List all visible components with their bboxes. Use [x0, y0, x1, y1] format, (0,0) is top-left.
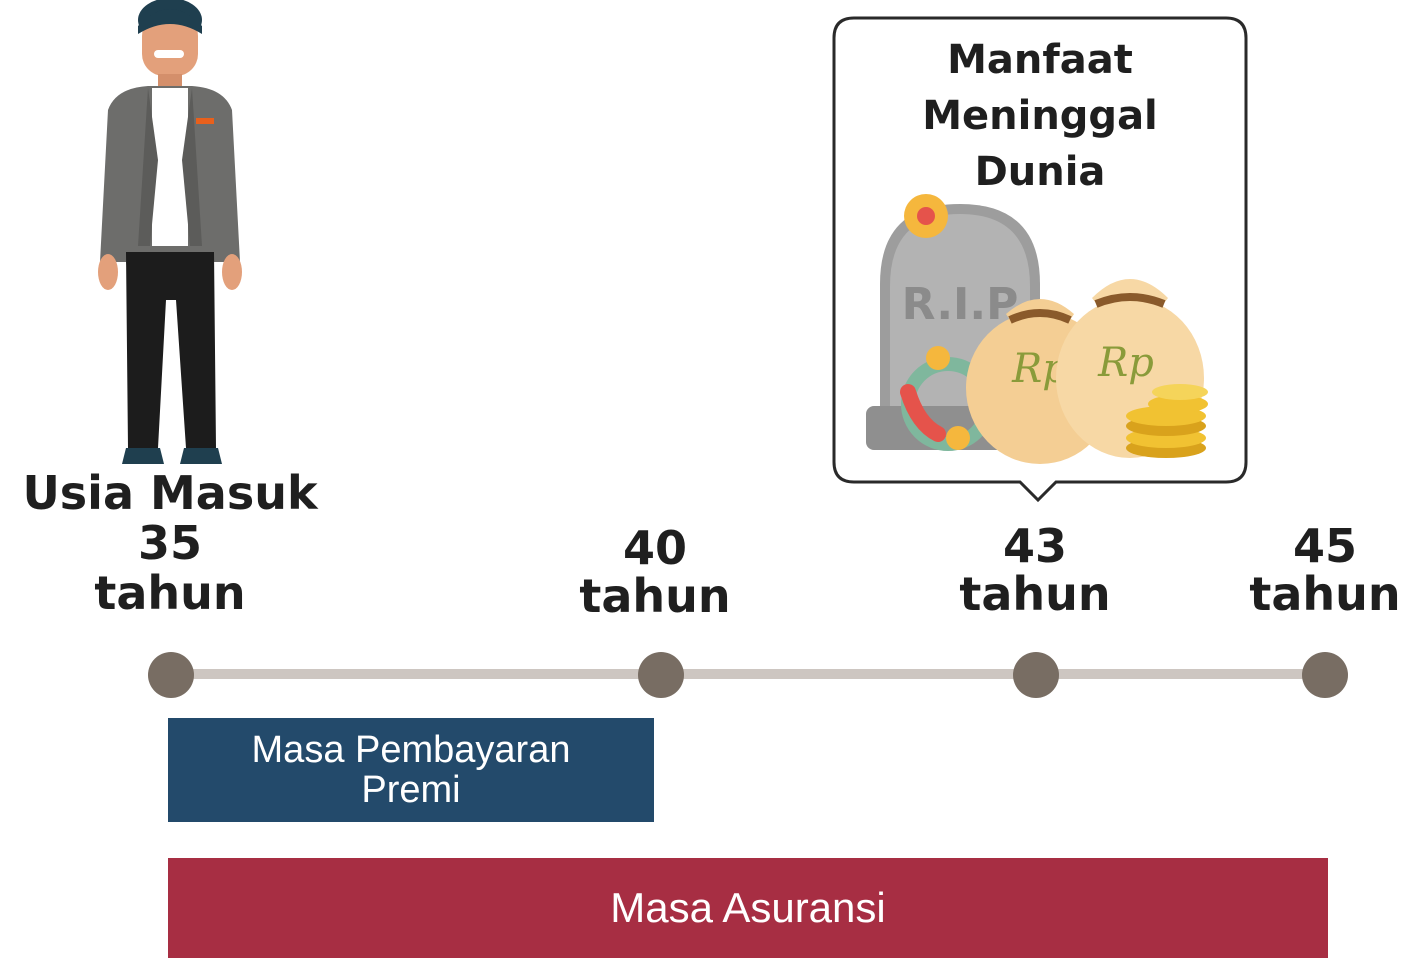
timeline-dot-40: [638, 652, 684, 698]
timeline-dot-43: [1013, 652, 1059, 698]
entry-heading: Usia Masuk: [22, 466, 318, 520]
timeline-dot-45: [1302, 652, 1348, 698]
premium-period-label-line1: Masa Pembayaran: [251, 729, 571, 771]
benefit-title-line: Dunia: [974, 149, 1106, 195]
premium-payment-period-bar: Masa Pembayaran Premi: [168, 718, 654, 822]
person-illustration: [98, 0, 242, 464]
milestone-age-unit: tahun: [579, 569, 731, 623]
insurance-period-label: Masa Asuransi: [610, 884, 886, 931]
benefit-title: Manfaat Meninggal Dunia: [870, 32, 1210, 200]
benefit-title-line: Meninggal: [922, 93, 1158, 139]
tombstone-text: R.I.P: [902, 279, 1019, 330]
entry-age-number: 35: [137, 516, 202, 570]
milestone-age-number: 43: [1002, 519, 1067, 573]
timeline-line: [170, 669, 1326, 679]
milestone-age-number: 45: [1292, 519, 1357, 573]
insurance-period-bar: Masa Asuransi: [168, 858, 1328, 958]
milestone-age-number: 40: [622, 521, 687, 575]
flower-icon: [904, 194, 948, 238]
entry-age-unit: tahun: [94, 566, 246, 620]
benefit-title-line: Manfaat: [947, 37, 1133, 83]
timeline-dot-35: [148, 652, 194, 698]
milestone-label-43: 43 tahun: [950, 522, 1120, 618]
premium-period-label-line2: Premi: [361, 769, 461, 811]
milestone-age-unit: tahun: [959, 567, 1111, 621]
milestone-label-45: 45 tahun: [1240, 522, 1410, 618]
money-bag-text: Rp: [1097, 340, 1154, 386]
coins-icon: [1126, 384, 1208, 458]
benefit-callout: R.I.P Rp Rp: [832, 16, 1248, 503]
entry-age-label: Usia Masuk 35 tahun: [10, 468, 330, 618]
milestone-label-40: 40 tahun: [570, 524, 740, 620]
milestone-age-unit: tahun: [1249, 567, 1401, 621]
